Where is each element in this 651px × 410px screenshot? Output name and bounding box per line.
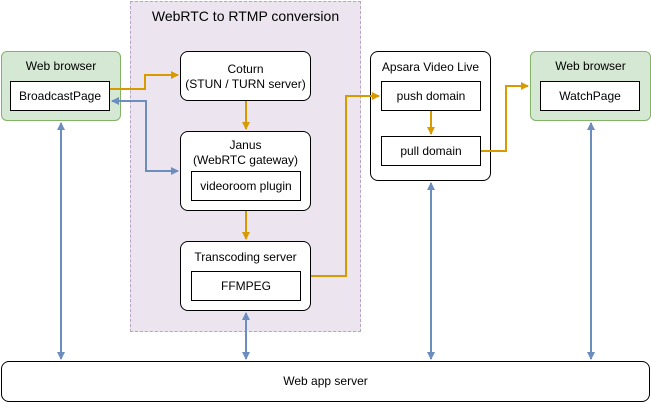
arrow-transcoding-to-push [311, 92, 380, 277]
browser-right-title: Web browser [555, 59, 626, 73]
coturn-line2: (STUN / TURN server) [185, 77, 306, 91]
arrow-pull-to-watch [481, 82, 529, 152]
janus-line1: Janus [229, 138, 262, 152]
browser-left-title: Web browser [25, 59, 97, 73]
transcoding-title: Transcoding server [194, 250, 297, 264]
arrow-broadcast-janus [111, 97, 179, 175]
broadcast-page: BroadcastPage [10, 81, 110, 111]
push-domain: push domain [381, 81, 481, 111]
pull-domain: pull domain [381, 136, 481, 166]
group-title: WebRTC to RTMP conversion [151, 8, 340, 24]
coturn-line1: Coturn [227, 62, 264, 76]
coturn-node: Coturn (STUN / TURN server) [180, 51, 311, 101]
arrow-broadcast-to-coturn [110, 71, 179, 90]
janus-line2: (WebRTC gateway) [193, 153, 298, 167]
apsara-title: Apsara Video Live [381, 60, 480, 74]
ffmpeg-box: FFMPEG [191, 271, 301, 301]
web-app-server [1, 361, 650, 402]
web-app-server-label: Web app server [283, 374, 368, 388]
watch-page: WatchPage [540, 81, 640, 111]
videoroom-plugin: videoroom plugin [191, 171, 301, 201]
